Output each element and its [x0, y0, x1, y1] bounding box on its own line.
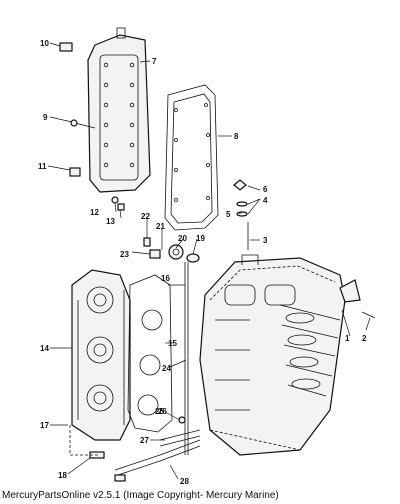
callout-20: 20 — [178, 234, 187, 243]
small-hardware — [59, 42, 376, 482]
copyright-caption: MercuryPartsOnline v2.5.1 (Image Copyrig… — [2, 490, 279, 501]
callout-6: 6 — [263, 185, 268, 194]
callout-17: 17 — [40, 421, 49, 430]
callout-5: 5 — [226, 210, 231, 219]
callout-22: 22 — [141, 212, 150, 221]
callout-26: 26 — [158, 407, 167, 416]
callout-11: 11 — [38, 162, 47, 171]
callout-24: 24 — [162, 364, 171, 373]
callout-1: 1 — [345, 334, 350, 343]
callout-3: 3 — [263, 236, 268, 245]
callout-25: 25 — [155, 407, 164, 416]
callout-21: 21 — [156, 222, 165, 231]
callout-9: 9 — [43, 113, 48, 122]
callout-4: 4 — [263, 196, 268, 205]
callout-13: 13 — [106, 217, 115, 226]
callout-8: 8 — [234, 132, 239, 141]
callout-15: 15 — [168, 339, 177, 348]
head-gasket — [127, 274, 173, 433]
callout-7: 7 — [152, 57, 157, 66]
callout-23: 23 — [120, 250, 129, 259]
cylinder-head — [71, 269, 131, 441]
callouts: 1 2 3 4 5 6 7 8 9 10 11 12 13 14 15 16 1… — [38, 39, 367, 486]
callout-12: 12 — [90, 208, 99, 217]
exhaust-cover-gasket — [164, 84, 219, 231]
callout-10: 10 — [40, 39, 49, 48]
callout-27: 27 — [140, 436, 149, 445]
cylinder-block — [199, 254, 346, 456]
callout-2: 2 — [362, 334, 367, 343]
leader-lines — [47, 42, 371, 480]
callout-16: 16 — [161, 274, 170, 283]
callout-28: 28 — [180, 477, 189, 486]
exhaust-cover-plate — [87, 27, 151, 193]
callout-14: 14 — [40, 344, 49, 353]
callout-18: 18 — [58, 471, 67, 480]
callout-19: 19 — [196, 234, 205, 243]
